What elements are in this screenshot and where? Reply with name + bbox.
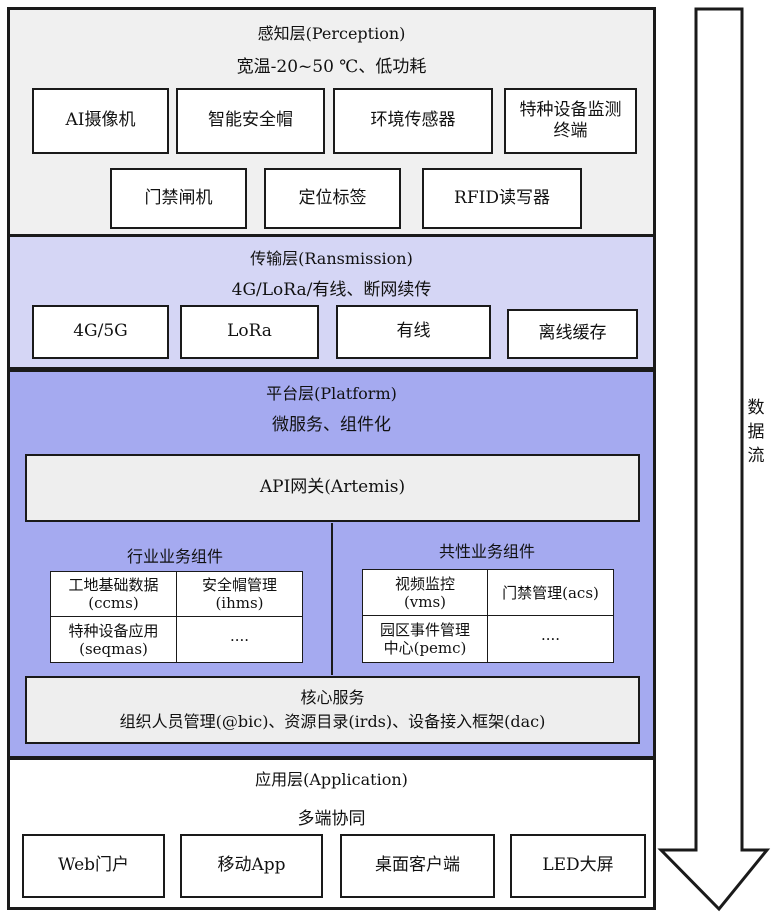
industry-components-grid: 工地基础数据 (ccms) 安全帽管理 (ihms) 特种设备应用 (seqma… (50, 571, 303, 663)
api-gateway: API网关(Artemis) (25, 454, 640, 522)
platform-subtitle: 微服务、组件化 (272, 415, 391, 435)
component-seqmas-code: (seqmas) (79, 639, 148, 658)
transmission-lora: LoRa (180, 305, 319, 359)
core-services: 核心服务 组织人员管理(@bic)、资源目录(irds)、设备接入框架(dac) (25, 676, 640, 744)
industry-components-title: 行业业务组件 (126, 547, 223, 566)
device-rfid-reader: RFID读写器 (422, 168, 582, 229)
perception-subtitle: 宽温-20~50 ℃、低功耗 (236, 57, 427, 77)
core-services-detail: 组织人员管理(@bic)、资源目录(irds)、设备接入框架(dac) (119, 712, 546, 731)
platform-layer: 平台层(Platform) 微服务、组件化 API网关(Artemis) 行业业… (7, 369, 656, 759)
perception-layer: 感知层(Perception) 宽温-20~50 ℃、低功耗 AI摄像机 智能安… (7, 7, 656, 237)
component-industry-more-text: ···· (229, 630, 250, 649)
transmission-4g5g: 4G/5G (32, 305, 169, 359)
component-acs-name: 门禁管理(acs) (502, 583, 599, 602)
data-flow-label: 数 据 流 (736, 396, 776, 468)
component-vms-name: 视频监控 (394, 574, 455, 593)
platform-title: 平台层(Platform) (266, 384, 397, 403)
transmission-wired: 有线 (336, 305, 491, 359)
component-ihms-code: (ihms) (215, 594, 264, 612)
core-services-title: 核心服务 (300, 688, 365, 707)
device-access-gate: 门禁闸机 (110, 168, 247, 229)
component-pemc: 园区事件管理 中心(pemc) (362, 615, 488, 663)
app-web-portal: Web门户 (22, 834, 165, 898)
transmission-layer: 传输层(Ransmission) 4G/LoRa/有线、断网续传 4G/5G L… (7, 234, 656, 370)
application-subtitle: 多端协同 (297, 809, 366, 829)
component-ihms-name: 安全帽管理 (201, 576, 277, 594)
device-special-equipment-terminal: 特种设备监测终端 (504, 88, 637, 154)
component-seqmas: 特种设备应用 (seqmas) (50, 616, 177, 663)
application-layer: 应用层(Application) 多端协同 Web门户 移动App 桌面客户端 … (7, 757, 656, 910)
component-vms-code: (vms) (403, 592, 447, 611)
data-flow-char-3: 流 (747, 446, 765, 466)
data-flow-char-2: 据 (747, 422, 765, 442)
device-smart-helmet: 智能安全帽 (176, 88, 325, 154)
app-mobile: 移动App (180, 834, 323, 898)
data-flow-arrow-icon (657, 7, 771, 912)
transmission-subtitle: 4G/LoRa/有线、断网续传 (231, 280, 432, 300)
component-vms: 视频监控 (vms) (362, 569, 488, 616)
component-acs: 门禁管理(acs) (487, 569, 614, 616)
data-flow-char-1: 数 (747, 398, 765, 418)
component-ccms-code: (ccms) (88, 594, 139, 612)
transmission-title: 传输层(Ransmission) (250, 249, 413, 268)
device-ai-camera: AI摄像机 (32, 88, 169, 154)
component-industry-more: ···· (176, 616, 303, 663)
component-pemc-name: 园区事件管理 (379, 621, 470, 639)
component-common-more-text: ···· (540, 630, 561, 648)
component-ihms: 安全帽管理 (ihms) (176, 571, 303, 617)
device-env-sensor: 环境传感器 (333, 88, 493, 154)
application-title: 应用层(Application) (255, 770, 408, 789)
component-divider (331, 523, 333, 675)
app-led-screen: LED大屏 (510, 834, 646, 898)
component-ccms: 工地基础数据 (ccms) (50, 571, 177, 617)
component-seqmas-name: 特种设备应用 (68, 621, 159, 640)
perception-title: 感知层(Perception) (257, 24, 406, 43)
component-pemc-code: 中心(pemc) (383, 639, 467, 657)
common-components-grid: 视频监控 (vms) 门禁管理(acs) 园区事件管理 中心(pemc) ···… (362, 569, 614, 663)
common-components-title: 共性业务组件 (438, 542, 535, 561)
component-common-more: ···· (487, 615, 614, 663)
transmission-offline-cache: 离线缓存 (507, 309, 638, 359)
component-ccms-name: 工地基础数据 (68, 576, 159, 594)
device-positioning-tag: 定位标签 (264, 168, 401, 229)
app-desktop-client: 桌面客户端 (340, 834, 495, 898)
